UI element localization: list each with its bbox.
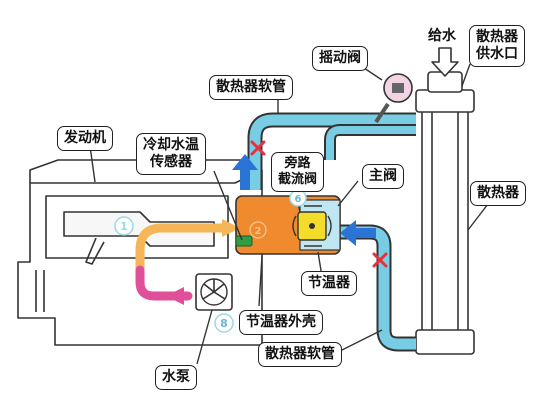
- flow-arrow-icon: [232, 154, 258, 190]
- leader-lines: [89, 63, 499, 365]
- hot-coolant-flow: [135, 223, 231, 283]
- pump-impeller-icon: [195, 273, 233, 311]
- label-bypass-valve: 旁路 截流阀: [271, 152, 325, 192]
- blocked-x-icon: [250, 140, 266, 156]
- radiator-body: [415, 71, 475, 355]
- marker-8: 8: [214, 313, 234, 333]
- upper-radiator-hose: [247, 112, 416, 190]
- marker-6-label: 6: [295, 194, 302, 205]
- label-coolant-temp-sensor: 冷却水温 传感器: [136, 133, 206, 175]
- label-thermostat-housing: 节温器外壳: [239, 310, 323, 335]
- thermostat-housing-shape: [235, 195, 341, 255]
- label-water-pump: 水泵: [155, 365, 197, 390]
- label-main-valve: 主阀: [362, 164, 404, 189]
- flow-arrow-icon: [166, 287, 184, 305]
- marker-2: 2: [249, 221, 267, 239]
- label-radiator-filler: 散热器 供水口: [469, 25, 525, 67]
- magnifier-icon: [374, 73, 413, 124]
- marker-1-label: 1: [120, 220, 128, 233]
- marker-8-label: 8: [220, 317, 228, 330]
- flow-arrow-icon: [340, 220, 376, 246]
- flow-arrow-icon: [222, 219, 240, 237]
- marker-2-label: 2: [255, 226, 262, 237]
- blocked-x-icon: [372, 252, 388, 268]
- label-thermostat: 节温器: [301, 271, 357, 296]
- label-water-inlet: 给水: [428, 28, 456, 44]
- marker-6: 6: [289, 189, 307, 207]
- flow-arrow-icon: [431, 47, 459, 77]
- thermostat-to-radiator-hose: [324, 124, 416, 160]
- return-coolant-flow: [135, 265, 193, 301]
- label-engine: 发动机: [57, 126, 113, 151]
- label-rocking-valve: 摇动阀: [312, 46, 368, 71]
- label-radiator-hose-bottom: 散热器软管: [258, 342, 342, 367]
- label-radiator-hose-top: 散热器软管: [209, 75, 293, 100]
- sensor-tip: [235, 235, 253, 247]
- marker-1: 1: [114, 216, 134, 236]
- label-radiator: 散热器: [470, 181, 526, 206]
